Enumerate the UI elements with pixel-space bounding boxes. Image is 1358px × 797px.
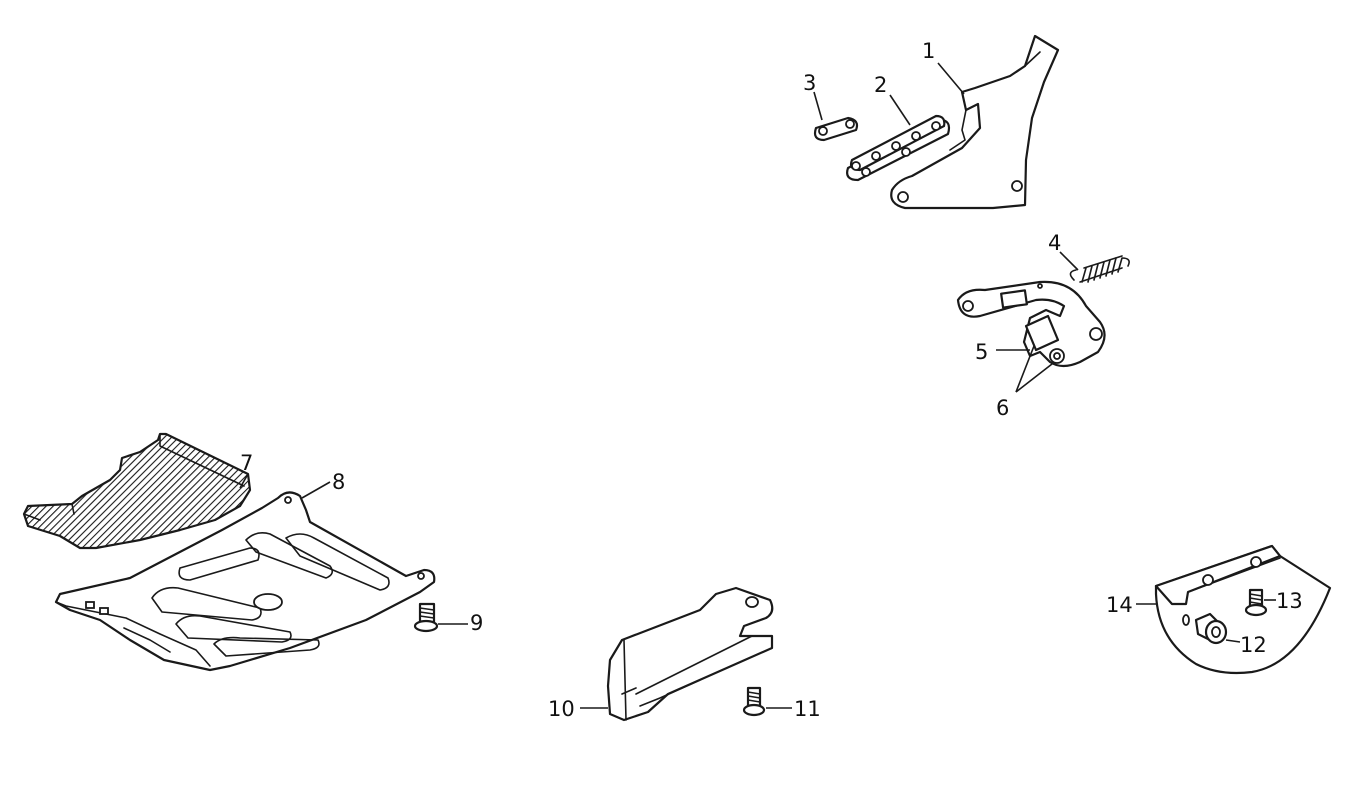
part-1-bracket [890, 34, 1060, 210]
callout-12: 12 [1240, 633, 1267, 657]
callout-5: 5 [975, 340, 988, 364]
part-5-6-pawl-assembly [956, 280, 1106, 368]
part-4-spring [1069, 255, 1130, 283]
part-13-screw [1244, 588, 1268, 617]
callout-4: 4 [1048, 231, 1061, 255]
part-8-base-plate [54, 491, 436, 672]
part-12-pin [1194, 612, 1228, 645]
part-11-screw [742, 686, 766, 717]
callout-6: 6 [996, 396, 1009, 420]
callout-3: 3 [803, 71, 816, 95]
callout-11: 11 [794, 697, 821, 721]
callout-10: 10 [548, 697, 575, 721]
leader-2 [889, 94, 911, 126]
part-10-tensioner-arm [606, 586, 774, 722]
part-2-roller-chain [846, 114, 951, 182]
leader-4 [1059, 251, 1079, 271]
leader-7 [239, 473, 249, 489]
leader-6b [1015, 363, 1053, 393]
leader-6a [1015, 345, 1035, 393]
callout-8: 8 [332, 470, 345, 494]
callout-7: 7 [240, 451, 253, 475]
callout-13: 13 [1276, 589, 1303, 613]
part-7-hatched-mat [22, 432, 252, 550]
callout-14: 14 [1106, 593, 1133, 617]
callout-2: 2 [874, 73, 887, 97]
leader-12 [1225, 639, 1241, 643]
leader-3 [813, 91, 823, 121]
leader-8 [301, 481, 331, 499]
part-14-guard [1154, 544, 1332, 675]
leader-1 [937, 62, 965, 95]
part-3-connecting-link [813, 116, 859, 142]
callout-9: 9 [470, 611, 483, 635]
part-9-screw [413, 602, 439, 633]
callout-1: 1 [922, 39, 935, 63]
